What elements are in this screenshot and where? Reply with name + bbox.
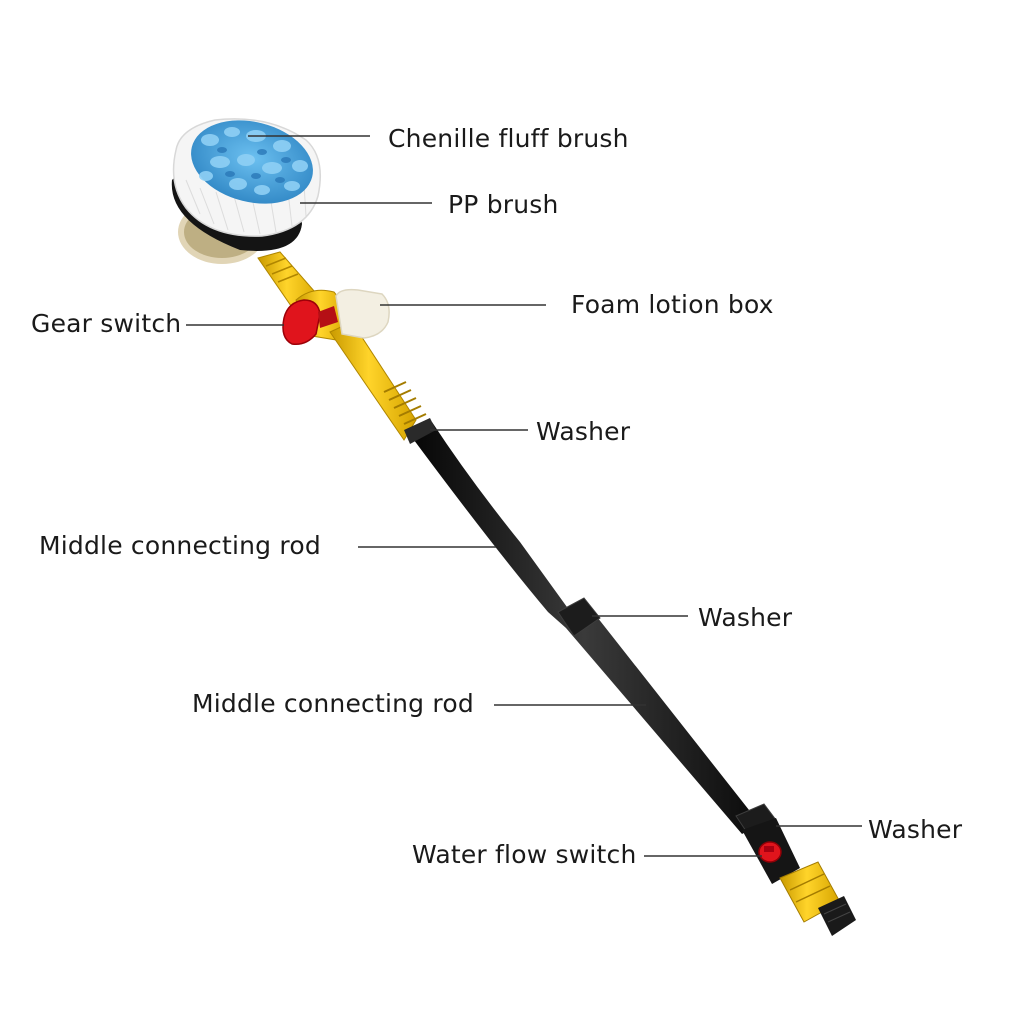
water-flow-switch	[758, 841, 782, 863]
label-water-flow-switch: Water flow switch	[412, 840, 637, 869]
label-middle-connecting-rod-upper: Middle connecting rod	[39, 531, 321, 560]
yellow-neck	[257, 251, 427, 441]
yellow-connector	[779, 861, 856, 936]
black-rod	[404, 418, 800, 884]
leader-lines	[186, 135, 862, 857]
label-gear-switch: Gear switch	[31, 309, 182, 338]
washer-ring-top	[404, 418, 436, 444]
label-chenille-fluff-brush: Chenille fluff brush	[388, 124, 629, 153]
label-pp-brush: PP brush	[448, 190, 559, 219]
brush-head	[171, 118, 321, 264]
label-washer-bottom: Washer	[868, 815, 963, 844]
foam-lotion-box	[335, 288, 390, 339]
label-washer-middle: Washer	[698, 603, 793, 632]
label-middle-connecting-rod-lower: Middle connecting rod	[192, 689, 474, 718]
label-foam-lotion-box: Foam lotion box	[571, 290, 774, 319]
gear-switch	[282, 299, 338, 346]
label-washer-top: Washer	[536, 417, 631, 446]
washer-ring-middle	[557, 597, 601, 637]
